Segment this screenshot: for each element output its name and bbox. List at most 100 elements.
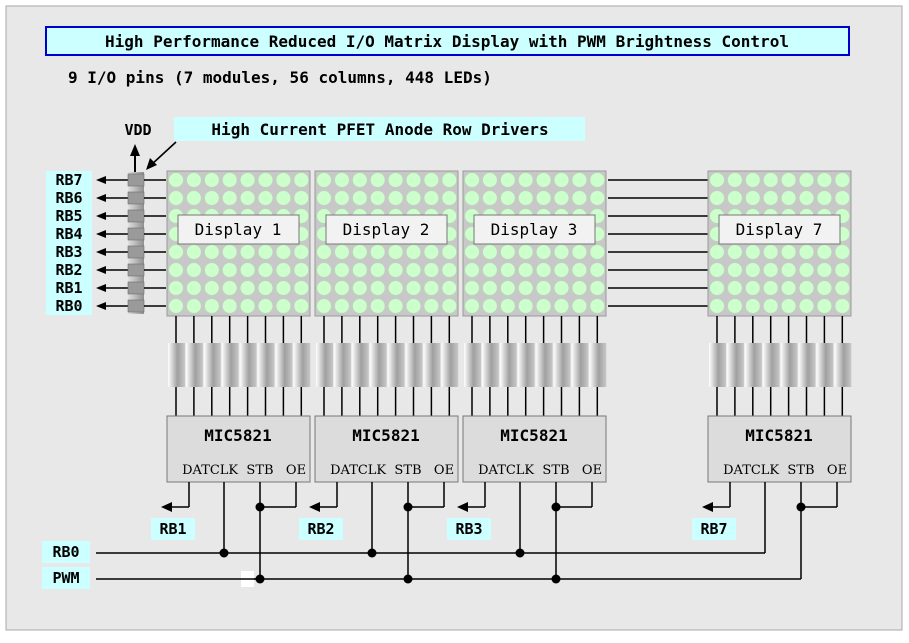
row-label-box (46, 207, 92, 225)
display-label-box (718, 214, 841, 245)
led-dot (257, 172, 274, 188)
led-dot (370, 172, 386, 188)
led-dot (423, 280, 439, 296)
led-dot (500, 172, 516, 188)
led-dot (745, 172, 761, 188)
pfet-square (127, 299, 145, 313)
column-resistor (726, 343, 744, 387)
led-dot (834, 190, 850, 206)
display-label-box (473, 214, 596, 245)
title-box (45, 26, 850, 56)
column-resistor (517, 343, 535, 387)
led-dot (293, 244, 309, 260)
pin-label-oe: OE (286, 463, 306, 478)
led-dot (727, 262, 743, 278)
led-dot (727, 190, 743, 206)
pfet-square (127, 245, 145, 259)
pin-label-clk: CLK (751, 463, 780, 478)
dat-label: RB2 (307, 520, 334, 538)
led-dot (727, 244, 743, 260)
pfet-square (127, 227, 145, 241)
led-dot (240, 244, 256, 260)
pointer-line (150, 141, 177, 166)
column-resistor (168, 343, 185, 387)
led-dot (571, 244, 587, 260)
led-dot (709, 190, 725, 206)
pin-label-dat: DAT (723, 463, 751, 478)
led-dot (816, 244, 832, 260)
led-dot (464, 190, 480, 206)
row-arrow-icon (96, 248, 106, 256)
subtitle: 9 I/O pins (7 modules, 56 columns, 448 L… (68, 68, 492, 87)
led-dot (834, 280, 850, 296)
led-dot (168, 280, 184, 296)
column-resistor (293, 343, 311, 387)
led-dot (781, 280, 797, 296)
led-dot (441, 190, 457, 206)
led-dot (518, 298, 534, 314)
led-dot (571, 280, 587, 296)
led-dot (589, 280, 605, 296)
led-dot (589, 262, 605, 278)
led-dot (727, 280, 743, 296)
dat-label-box (299, 518, 343, 540)
led-dot (388, 280, 404, 296)
column-resistor (535, 343, 553, 387)
column-resistor (387, 343, 405, 387)
row-label: RB4 (55, 225, 82, 243)
chip-label: MIC5821 (204, 426, 271, 445)
led-dot (334, 298, 350, 314)
led-dot (370, 262, 386, 278)
display-label: Display 3 (491, 220, 578, 239)
row-arrows (96, 173, 145, 313)
pin-label-oe: OE (434, 463, 454, 478)
pin-label-dat: DAT (478, 463, 506, 478)
pin-label-stb: STB (542, 463, 569, 478)
led-dot (441, 172, 457, 188)
led-dot (482, 190, 498, 206)
led-dot (816, 190, 832, 206)
pfet-driver-strip (128, 172, 144, 314)
led-dot (204, 244, 220, 260)
led-dot (370, 190, 386, 206)
pin-label-clk: CLK (358, 463, 387, 478)
led-dot (763, 244, 779, 260)
led-dot (745, 262, 761, 278)
led-dot (781, 190, 797, 206)
led-dot (798, 298, 815, 314)
led-dot (222, 190, 238, 206)
led-dot (204, 298, 220, 314)
column-resistor (333, 343, 351, 387)
display-label-box (177, 214, 300, 245)
led-dot (222, 262, 238, 278)
pointer-arrow-icon (146, 158, 157, 170)
row-arrow-icon (96, 176, 106, 184)
dat-label: RB7 (700, 520, 727, 538)
pfet-square (127, 191, 145, 205)
dat-label-box (692, 518, 736, 540)
column-resistor (316, 343, 333, 387)
led-dot (709, 298, 725, 314)
led-dot (553, 262, 570, 278)
led-dot (186, 280, 202, 296)
row-label: RB6 (55, 189, 82, 207)
led-dot (275, 244, 291, 260)
row-arrow-icon (96, 212, 106, 220)
led-dot (405, 298, 422, 314)
led-dot (464, 172, 480, 188)
pin-label-dat: DAT (182, 463, 210, 478)
led-dot (553, 298, 570, 314)
led-dot (352, 172, 368, 188)
led-dot (275, 262, 291, 278)
led-dot (709, 280, 725, 296)
led-dot (536, 172, 552, 188)
junction-dot (551, 502, 561, 512)
dat-label-box (447, 518, 491, 540)
led-dot (798, 280, 815, 296)
pwm-bus-label: PWM (52, 569, 79, 587)
led-dot (500, 262, 516, 278)
column-resistor (834, 343, 852, 387)
column-resistor (589, 343, 607, 387)
